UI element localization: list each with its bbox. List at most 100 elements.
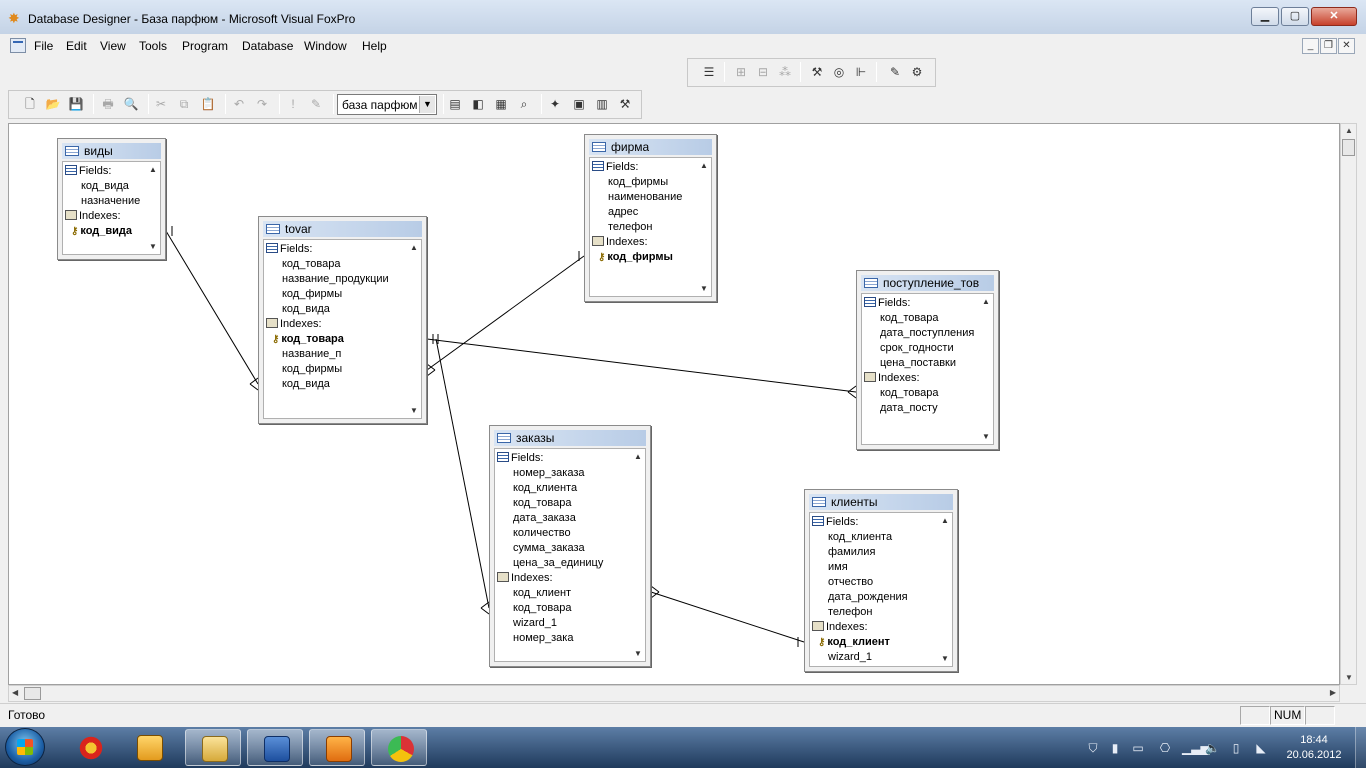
table-field-list[interactable]: Fields: код_товара название_продукции ко… (263, 239, 422, 419)
task-pane-icon[interactable]: ▣ (573, 97, 585, 111)
mdi-minimize-button[interactable]: _ (1302, 38, 1319, 54)
table-window-vidy[interactable]: виды Fields: код_вида назначение Indexes… (57, 138, 166, 260)
toolbox-icon[interactable]: ✦ (549, 97, 561, 111)
menu-edit[interactable]: Edit (66, 39, 87, 53)
database-properties-icon[interactable]: ⚙ (911, 65, 923, 79)
field-item[interactable]: код_клиента (513, 482, 578, 494)
field-item[interactable]: код_клиента (828, 531, 893, 543)
command-window-icon[interactable]: ▤ (449, 97, 461, 111)
tray-shield-icon[interactable]: ⛉ (1088, 741, 1098, 755)
scroll-up-icon[interactable]: ▲ (410, 243, 418, 252)
save-icon[interactable]: 💾 (68, 97, 84, 111)
vertical-scrollbar[interactable]: ▲ ▼ (1340, 123, 1357, 685)
index-item[interactable]: wizard_1 (513, 617, 558, 629)
table-window-firma[interactable]: фирма Fields: код_фирмы наименование адр… (584, 134, 717, 302)
taskbar-clock[interactable]: 18:44 20.06.2012 (1284, 733, 1344, 763)
tray-nvidia-icon[interactable]: ◣ (1256, 741, 1266, 755)
index-item[interactable]: название_п (282, 348, 342, 360)
scroll-up-icon[interactable]: ▲ (149, 165, 157, 174)
scroll-down-icon[interactable]: ▼ (410, 406, 418, 415)
field-item[interactable]: название_продукции (282, 273, 389, 285)
field-item[interactable]: номер_заказа (513, 467, 585, 479)
mdi-restore-button[interactable]: ❐ (1320, 38, 1337, 54)
taskbar-foxpro[interactable] (309, 729, 365, 766)
scroll-down-icon[interactable]: ▼ (982, 432, 990, 441)
tray-signal-icon[interactable]: ▁▃▅ (1182, 741, 1210, 755)
field-item[interactable]: код_фирмы (608, 176, 669, 188)
field-item[interactable]: адрес (608, 206, 639, 218)
mdi-close-button[interactable]: ✕ (1338, 38, 1355, 54)
data-session-icon[interactable]: ◧ (472, 97, 484, 111)
print-icon[interactable]: 🖶 (102, 97, 114, 111)
field-item[interactable]: назначение (81, 195, 141, 207)
table-caption[interactable]: заказы (494, 430, 646, 446)
field-item[interactable]: код_вида (282, 303, 330, 315)
index-item[interactable]: ⚷код_товара (272, 332, 344, 347)
scroll-up-icon[interactable]: ▲ (634, 452, 642, 461)
taskbar-opera[interactable] (62, 729, 118, 766)
field-item[interactable]: дата_заказа (513, 512, 576, 524)
start-button[interactable] (5, 728, 45, 766)
foxpro-app-icon[interactable]: ✸ (8, 10, 20, 26)
index-item[interactable]: ⚷код_клиент (818, 635, 890, 650)
chevron-down-icon[interactable]: ▼ (419, 96, 435, 113)
tray-monitor-icon[interactable]: ▭ (1132, 741, 1144, 755)
field-item[interactable]: код_товара (513, 497, 572, 509)
connections-icon[interactable]: ✎ (889, 65, 901, 79)
index-item[interactable]: дата_посту (880, 402, 938, 414)
field-item[interactable]: количество (513, 527, 571, 539)
list-scrollbar[interactable]: ▲▼ (697, 158, 711, 296)
menu-help[interactable]: Help (362, 39, 387, 53)
database-combo[interactable]: база парфюм ▼ (337, 94, 437, 115)
scroll-up-icon[interactable]: ▲ (1345, 126, 1353, 135)
table-caption[interactable]: поступление_тов (861, 275, 994, 291)
list-scrollbar[interactable]: ▲▼ (631, 449, 645, 661)
index-item[interactable]: код_вида (282, 378, 330, 390)
new-file-icon[interactable]: 🗋 (25, 97, 35, 111)
table-window-klienty[interactable]: клиенты Fields: код_клиента фамилия имя … (804, 489, 958, 672)
document-window-icon[interactable] (10, 38, 26, 53)
table-caption[interactable]: клиенты (809, 494, 953, 510)
list-scrollbar[interactable]: ▲▼ (979, 294, 993, 444)
index-item[interactable]: ⚷код_вида (71, 224, 132, 239)
taskbar-chrome[interactable] (371, 729, 427, 766)
redo-icon[interactable]: ↷ (256, 97, 268, 111)
taskbar-media-player[interactable] (121, 729, 177, 766)
table-window-tovar[interactable]: tovar Fields: код_товара название_продук… (258, 216, 427, 424)
scroll-down-icon[interactable]: ▼ (149, 242, 157, 251)
list-scrollbar[interactable]: ▲▼ (938, 513, 952, 666)
index-item[interactable]: код_товара (880, 387, 939, 399)
tray-device-icon[interactable]: ⎔ (1159, 741, 1171, 755)
scroll-left-icon[interactable]: ◀ (12, 688, 19, 697)
tray-volume-icon[interactable]: 🔈 (1205, 741, 1220, 755)
menu-tools[interactable]: Tools (139, 39, 168, 53)
new-view-icon[interactable]: ⁂ (779, 65, 791, 79)
field-item[interactable]: срок_годности (880, 342, 954, 354)
table-window-zakazy[interactable]: заказы Fields: номер_заказа код_клиента … (489, 425, 651, 667)
field-item[interactable]: наименование (608, 191, 683, 203)
field-item[interactable]: имя (828, 561, 848, 573)
field-item[interactable]: код_вида (81, 180, 129, 192)
taskbar-explorer[interactable] (185, 729, 241, 766)
field-item[interactable]: цена_за_единицу (513, 557, 604, 569)
index-item[interactable]: wizard_1 (828, 651, 873, 663)
open-icon[interactable]: 📂 (45, 97, 61, 111)
tray-security-icon[interactable]: ▮ (1111, 741, 1119, 755)
tray-power-icon[interactable]: ▯ (1232, 741, 1240, 755)
field-item[interactable]: код_товара (880, 312, 939, 324)
index-item[interactable]: код_товара (513, 602, 572, 614)
menu-database[interactable]: Database (242, 39, 294, 53)
table-field-list[interactable]: Fields: код_клиента фамилия имя отчество… (809, 512, 953, 667)
scroll-down-icon[interactable]: ▼ (634, 649, 642, 658)
field-item[interactable]: телефон (828, 606, 873, 618)
paste-icon[interactable]: 📋 (200, 97, 216, 111)
list-scrollbar[interactable]: ▲▼ (146, 162, 160, 254)
menu-file[interactable]: File (34, 39, 54, 53)
scroll-up-icon[interactable]: ▲ (700, 161, 708, 170)
index-item[interactable]: ⚷код_фирмы (598, 250, 673, 265)
horizontal-scrollbar[interactable]: ◀ ▶ (8, 685, 1340, 702)
table-caption[interactable]: tovar (263, 221, 422, 237)
modify-form-icon[interactable]: ✎ (310, 97, 322, 111)
table-field-list[interactable]: Fields: код_товара дата_поступления срок… (861, 293, 994, 445)
close-button[interactable]: ✕ (1311, 7, 1357, 26)
